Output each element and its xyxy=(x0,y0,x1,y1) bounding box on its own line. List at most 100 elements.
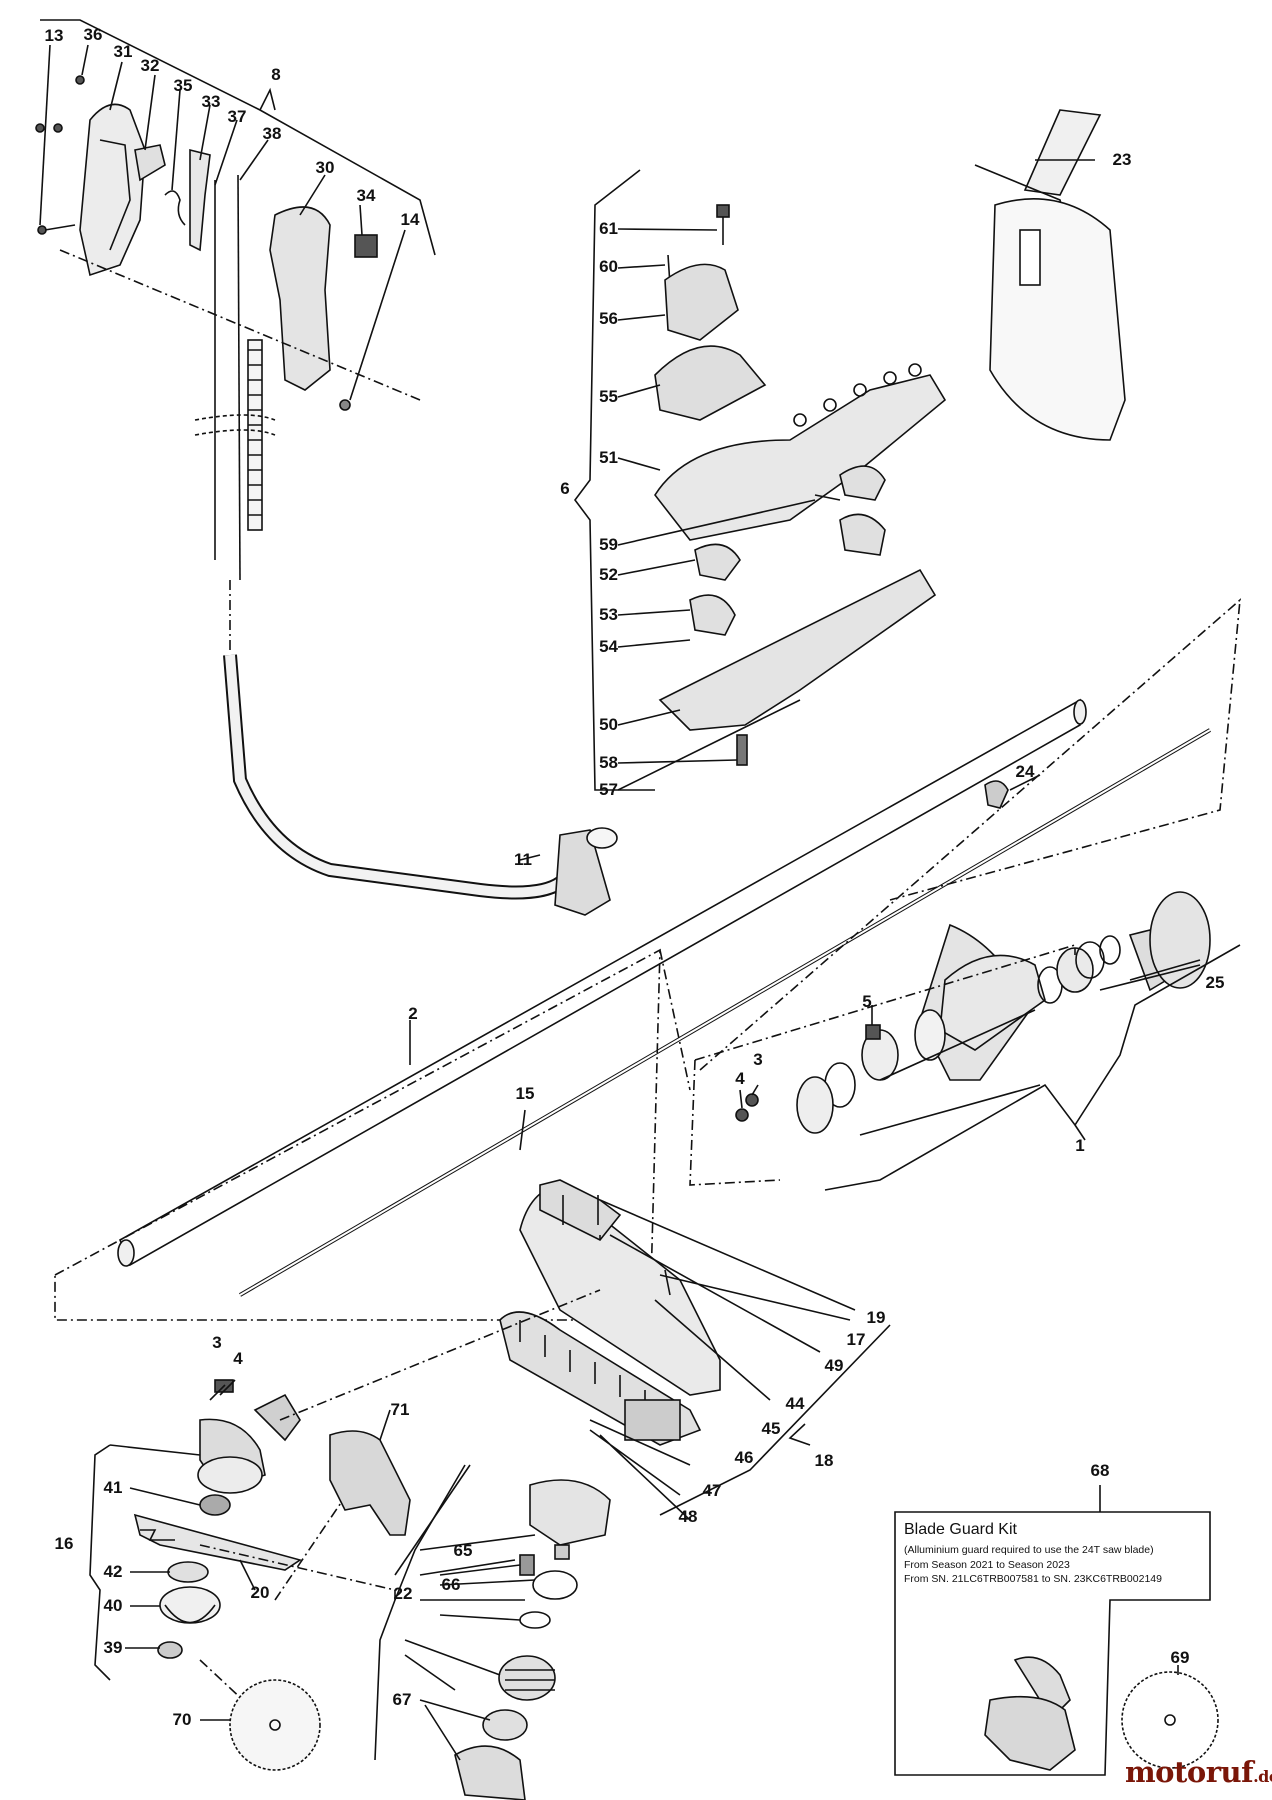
label-part-22: 22 xyxy=(393,1584,413,1603)
label-part-69: 69 xyxy=(1170,1648,1190,1667)
upper-housing-group xyxy=(574,169,947,791)
label-part-55: 55 xyxy=(599,387,618,406)
label-part-4-upper: 4 xyxy=(735,1069,745,1088)
label-part-34: 34 xyxy=(356,186,376,205)
clamp xyxy=(839,513,886,556)
brand-suffix: .de xyxy=(1253,1767,1272,1786)
spool-cover xyxy=(529,1479,611,1546)
label-part-41: 41 xyxy=(103,1478,123,1497)
handlebar xyxy=(223,654,618,916)
label-part-6: 6 xyxy=(560,479,570,498)
label-part-20: 20 xyxy=(250,1583,270,1602)
switch xyxy=(354,234,378,258)
label-part-25: 25 xyxy=(1205,973,1225,992)
label-part-54: 54 xyxy=(599,637,618,656)
kit-note: (Alluminium guard required to use the 24… xyxy=(904,1544,1154,1556)
clip xyxy=(984,780,1009,809)
bump-knob xyxy=(454,1745,526,1800)
trimmer-head-group xyxy=(89,1289,601,1771)
kit-serials: From SN. 21LC6TRB007581 to SN. 23KC6TRB0… xyxy=(904,1573,1162,1585)
label-part-60: 60 xyxy=(599,257,618,276)
label-part-56: 56 xyxy=(599,309,618,328)
handlebar-grip xyxy=(554,829,611,916)
line-guard xyxy=(329,1430,411,1536)
label-part-35: 35 xyxy=(173,76,193,95)
label-part-30: 30 xyxy=(315,158,335,177)
label-part-3-lower: 3 xyxy=(212,1333,222,1352)
shaft-tube xyxy=(54,598,1241,1321)
label-part-1: 1 xyxy=(1075,1136,1085,1155)
label-part-38: 38 xyxy=(262,124,282,143)
kit-title: Blade Guard Kit xyxy=(904,1521,1017,1538)
coupling-group xyxy=(689,891,1241,1191)
label-part-71: 71 xyxy=(390,1400,410,1419)
label-part-59: 59 xyxy=(599,535,618,554)
line-head-group xyxy=(374,1464,611,1800)
label-part-44: 44 xyxy=(785,1394,805,1413)
label-part-13: 13 xyxy=(44,26,64,45)
label-part-17: 17 xyxy=(846,1330,866,1349)
label-part-31: 31 xyxy=(113,42,133,61)
label-part-52: 52 xyxy=(599,565,618,584)
label-part-68: 68 xyxy=(1090,1461,1110,1480)
brand-name: motoruf xyxy=(1125,1755,1254,1789)
lever xyxy=(189,148,211,252)
label-part-65: 65 xyxy=(453,1541,473,1560)
label-part-33: 33 xyxy=(201,92,221,111)
handle-group xyxy=(35,19,436,650)
label-part-24: 24 xyxy=(1015,762,1035,781)
cutting-blade xyxy=(133,1513,302,1571)
clamp xyxy=(689,594,736,636)
guard-group xyxy=(499,1179,891,1521)
label-part-4-lower: 4 xyxy=(233,1349,243,1368)
label-part-48: 48 xyxy=(678,1507,698,1526)
label-part-8: 8 xyxy=(271,65,281,84)
label-part-61: 61 xyxy=(599,219,618,238)
top-cap xyxy=(664,263,739,341)
grip-cover xyxy=(269,206,331,391)
handle-shell xyxy=(79,103,146,277)
label-part-45: 45 xyxy=(761,1419,781,1438)
label-part-37: 37 xyxy=(227,107,247,126)
harness-pad xyxy=(989,198,1126,441)
label-part-47: 47 xyxy=(702,1481,722,1500)
label-part-11: 11 xyxy=(514,850,532,869)
kit-saw-blade xyxy=(1121,1671,1219,1769)
label-part-39: 39 xyxy=(103,1638,123,1657)
label-part-40: 40 xyxy=(103,1596,123,1615)
label-part-66: 66 xyxy=(441,1575,461,1594)
label-part-32: 32 xyxy=(140,56,160,75)
label-part-18: 18 xyxy=(814,1451,834,1470)
half-cover xyxy=(654,345,767,421)
brand-logo: motoruf.de xyxy=(1125,1755,1272,1789)
clamp xyxy=(839,465,886,501)
housing-bottom xyxy=(658,568,937,731)
label-part-70: 70 xyxy=(172,1710,192,1729)
kit-guard xyxy=(984,1695,1076,1771)
label-part-67: 67 xyxy=(392,1690,412,1709)
trigger xyxy=(134,144,166,182)
label-part-23: 23 xyxy=(1112,150,1132,169)
label-part-19: 19 xyxy=(866,1308,886,1327)
label-part-2: 2 xyxy=(408,1004,418,1023)
label-part-36: 36 xyxy=(83,25,103,44)
label-part-14: 14 xyxy=(400,210,420,229)
label-part-51: 51 xyxy=(599,448,618,467)
label-part-16: 16 xyxy=(54,1534,74,1553)
label-part-42: 42 xyxy=(103,1562,123,1581)
housing-top xyxy=(654,374,947,541)
saw-blade xyxy=(229,1679,321,1771)
label-part-57: 57 xyxy=(599,780,618,799)
label-part-15: 15 xyxy=(515,1084,535,1103)
label-part-46: 46 xyxy=(734,1448,754,1467)
label-part-49: 49 xyxy=(824,1356,844,1375)
label-part-58: 58 xyxy=(599,753,618,772)
label-part-50: 50 xyxy=(599,715,618,734)
blade-guard-kit xyxy=(894,1485,1219,1776)
harness xyxy=(974,109,1126,441)
label-part-5: 5 xyxy=(862,992,872,1011)
kit-seasons: From Season 2021 to Season 2023 xyxy=(904,1559,1070,1571)
clamp xyxy=(694,543,741,581)
coupling-housing xyxy=(939,954,1046,1051)
